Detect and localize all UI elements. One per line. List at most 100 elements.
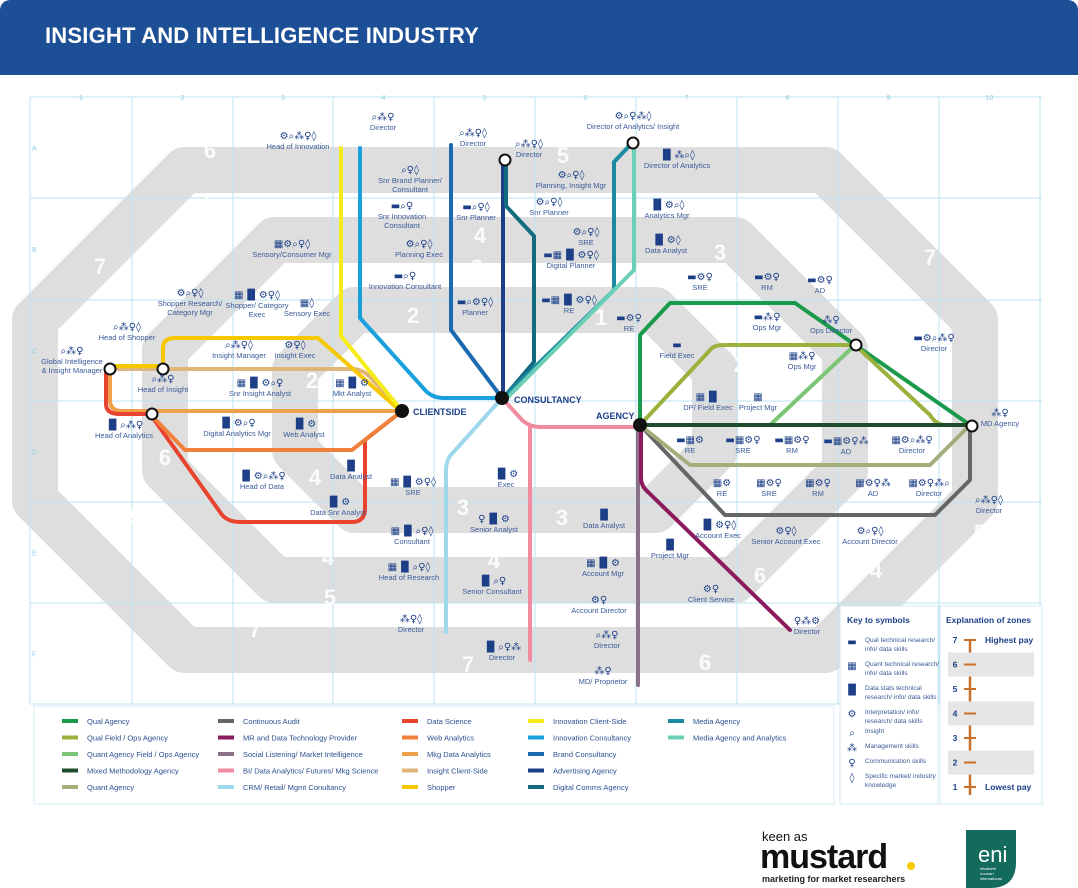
station[interactable]: ⚙♀◊Insight Exec: [275, 339, 316, 360]
station[interactable]: ▦⚙♀SRE: [756, 478, 782, 498]
station[interactable]: ▬⚙♀RM: [754, 272, 780, 292]
station[interactable]: ⌕⁂♀Head of Insight: [138, 373, 189, 394]
station[interactable]: ▬⌕⚙♀◊Planner: [457, 296, 493, 317]
station[interactable]: ▦⚙⌕♀◊Sensory/Consumer Mgr: [252, 238, 332, 259]
station[interactable]: ⌕⁂♀◊Head of Shopper: [99, 321, 156, 342]
org-chart-icon: ⁂: [511, 641, 521, 653]
station[interactable]: ▬⁂♀Ops Mgr: [753, 311, 782, 332]
station[interactable]: ⚙♀Account Director: [571, 595, 627, 615]
station[interactable]: ▦⚙♀⁂AD: [855, 477, 891, 498]
station[interactable]: ▬▦▐▌⚙♀◊RE: [541, 293, 597, 315]
station[interactable]: ▬⌕♀◊Snr Planner: [456, 201, 496, 222]
station[interactable]: ⌕⁂♀◊Director: [975, 494, 1003, 515]
station[interactable]: ▦⁂♀Ops Mgr: [788, 350, 817, 371]
station[interactable]: ▐▌⚙⌕◊Analytics Mgr: [644, 198, 690, 220]
station[interactable]: ▐▌Data Analyst: [583, 508, 626, 530]
station[interactable]: ▬⚙♀RE: [616, 313, 642, 333]
legend-swatch: [528, 719, 544, 723]
station[interactable]: ▬Field Exec: [659, 340, 694, 360]
station-label: Shopper Research/: [158, 299, 224, 308]
station[interactable]: ♀⁂⚙Director: [794, 615, 821, 636]
station[interactable]: ▬⚙♀SRE: [687, 272, 713, 292]
zone-number: 4: [214, 236, 227, 261]
station[interactable]: ⁂♀MD Agency: [981, 407, 1020, 428]
station[interactable]: ▐▌Data Analyst: [330, 459, 373, 481]
station[interactable]: ▬▦⚙♀⁂AD: [823, 435, 868, 456]
station[interactable]: ⌕⁂♀◊Director: [515, 138, 543, 159]
station[interactable]: ▐▌⁂⌕◊Director of Analytics: [644, 148, 711, 170]
gear-icon: ⚙: [576, 295, 585, 306]
station[interactable]: ▐▌⚙Web Analyst: [283, 417, 325, 439]
station[interactable]: ⌕⁂♀◊Director: [459, 127, 487, 148]
station[interactable]: ▐▌Project Mgr: [651, 538, 690, 560]
station[interactable]: ▐▌⚙Exec: [494, 467, 518, 489]
station[interactable]: ⚙⌕♀◊Planning Exec: [395, 238, 443, 259]
station[interactable]: ▬⚙♀AD: [807, 275, 833, 295]
station[interactable]: ▐▌⚙Data Snr Analyst: [310, 495, 367, 517]
station[interactable]: ▦Project Mgr: [739, 392, 778, 412]
station[interactable]: ⁂♀MD/ Proprietor: [579, 665, 628, 686]
calculator-icon: ▦: [553, 250, 562, 261]
station[interactable]: ▐▌⌕♀Senior Consultant: [462, 574, 523, 596]
station[interactable]: ⁂♀Ops Director: [810, 314, 853, 335]
org-chart-icon: ⁂: [521, 138, 531, 150]
station[interactable]: ▦▐▌⚙Mkt Analyst: [333, 376, 372, 398]
zone-number: 6: [557, 115, 569, 140]
station[interactable]: ▐▌⚙⌕⁂♀Head of Data: [238, 469, 285, 491]
station[interactable]: ⌕⁂♀Director: [594, 629, 621, 650]
station[interactable]: ▦▐▌⚙Account Mgr: [582, 556, 625, 578]
station[interactable]: ▬▦▐▌⚙♀◊Digital Planner: [543, 248, 599, 270]
station[interactable]: ⚙♀◊Senior Account Exec: [751, 525, 820, 546]
station[interactable]: ⚙⌕⁂♀◊Head of Innovation: [267, 130, 330, 151]
station[interactable]: ▦◊Sensory Exec: [284, 297, 331, 318]
station[interactable]: ▦⚙♀⁂⌕Director: [908, 477, 949, 498]
station[interactable]: ▦⚙RE: [713, 478, 731, 498]
grid-row-label: F: [32, 652, 36, 659]
legend-label: Quant Agency Field / Ops Agency: [87, 750, 199, 759]
station[interactable]: ⚙♀Client Service: [688, 584, 734, 604]
magnifier-icon: ⌕: [493, 576, 499, 587]
station[interactable]: ▐▌⚙⌕♀Digital Analytics Mgr: [203, 416, 271, 438]
station[interactable]: ▬▦⚙♀RM: [774, 435, 809, 455]
calculator-icon: ▦: [756, 478, 765, 489]
station[interactable]: ▐▌⚙♀◊Account Exec: [695, 518, 741, 540]
station[interactable]: ▦▐▌⚙♀◊SRE: [390, 475, 436, 497]
gear-icon: ⚙: [578, 250, 587, 261]
station[interactable]: ⚙⌕♀◊SRE: [573, 226, 600, 247]
legend-label: Shopper: [427, 783, 456, 792]
station[interactable]: ▬⌕♀Innovation Consultant: [369, 271, 442, 291]
microphone-icon: ♀: [712, 584, 719, 595]
station[interactable]: ▐▌⌕♀⁂Director: [483, 640, 521, 662]
station[interactable]: ⚙⌕♀◊Snr Planner: [529, 196, 569, 217]
station[interactable]: ⚙⌕♀◊Planning, Insight Mgr: [536, 169, 607, 190]
zone-number: 6: [159, 445, 171, 470]
station[interactable]: ⌕⁂♀Global Intelligence& Insight Manager: [41, 345, 103, 375]
station[interactable]: ▦▐▌⌕♀◊Head of Research: [379, 560, 439, 582]
station[interactable]: ♀▐▌⚙Senior Analyst: [470, 512, 519, 534]
legend-item: Media Agency: [668, 717, 740, 726]
station[interactable]: ▬▦⚙RE: [676, 435, 704, 455]
station[interactable]: ▐▌⌕⁂♀Head of Analytics: [95, 418, 153, 440]
station-label: Planning Exec: [395, 250, 443, 259]
station[interactable]: ⌕⁂♀Director: [370, 111, 397, 132]
station[interactable]: ▬▦⚙♀SRE: [725, 435, 760, 455]
station[interactable]: ⚙⌕♀◊Shopper Research/Category Mgr: [158, 287, 224, 317]
station-label: Field Exec: [659, 351, 694, 360]
station[interactable]: ⌕♀◊Snr Brand Planner/Consultant: [378, 164, 443, 194]
station[interactable]: ▦▐▌DP/ Field Exec: [683, 390, 733, 412]
station[interactable]: ▦▐▌⚙⌕♀Snr Insight Analyst: [229, 376, 292, 398]
station[interactable]: ⚙⌕♀◊Account Director: [842, 525, 898, 546]
station[interactable]: ⁂♀◊Director: [398, 613, 425, 634]
station[interactable]: ▦⚙⌕⁂♀Director: [891, 434, 932, 455]
grid-column-label: 10: [986, 95, 994, 102]
station[interactable]: ▦▐▌⌕♀◊Consultant: [391, 524, 434, 546]
station[interactable]: ▬⚙⌕⁂♀Director: [913, 332, 954, 353]
station-label: Client Service: [688, 595, 734, 604]
station[interactable]: ▐▌⚙◊Data Analyst: [645, 233, 688, 255]
station[interactable]: ⚙⌕♀⁂◊Director of Analytics/ Insight: [587, 110, 680, 131]
station[interactable]: ⌕⁂♀◊Insight Manager: [212, 339, 266, 360]
station[interactable]: ▦⚙♀RM: [805, 478, 831, 498]
